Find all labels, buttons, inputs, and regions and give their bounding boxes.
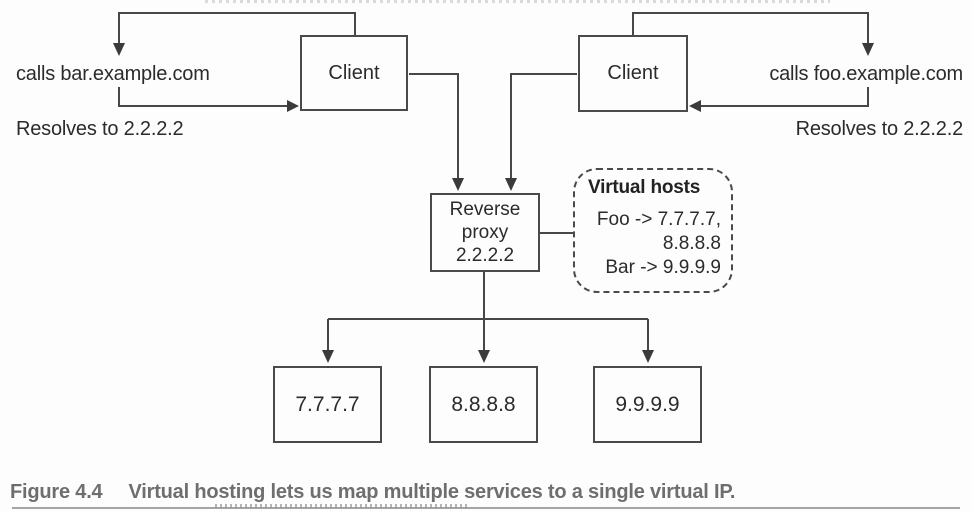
calls-foo-label: calls foo.example.com	[769, 63, 963, 85]
server-box-7777: 7.7.7.7	[273, 366, 382, 443]
virtual-hosts-note: Virtual hosts Foo -> 7.7.7.7, 8.8.8.8 Ba…	[573, 168, 733, 293]
arrows-proxy-to-servers	[322, 272, 654, 363]
server-1-ip: 7.7.7.7	[295, 392, 360, 416]
client-box-left: Client	[300, 35, 408, 111]
reverse-proxy-line-2: proxy	[461, 222, 509, 243]
client-right-label: Client	[607, 62, 659, 84]
figure-caption: Figure 4.4 Virtual hosting lets us map mu…	[10, 481, 735, 504]
figure-number: Figure 4.4	[10, 481, 103, 503]
figure-caption-text: Virtual hosting lets us map multiple ser…	[128, 481, 736, 503]
virtual-hosts-title: Virtual hosts	[588, 177, 701, 198]
arrow-left-client-to-bar-label	[113, 12, 356, 56]
client-left-label: Client	[328, 61, 380, 84]
server-box-9999: 9.9.9.9	[593, 366, 702, 443]
arrow-bar-label-to-left-client	[118, 87, 299, 112]
client-box-right: Client	[578, 35, 688, 112]
arrow-foo-label-to-right-client	[689, 87, 869, 112]
reverse-proxy-line-1: Reverse	[449, 199, 521, 220]
cutoff-text-fragment	[215, 504, 470, 508]
server-box-8888: 8.8.8.8	[429, 366, 538, 443]
virtual-hosts-mapping-foo-cont: 8.8.8.8	[662, 233, 721, 254]
arrow-right-client-to-proxy	[505, 73, 577, 191]
reverse-proxy-box: Reverse proxy 2.2.2.2	[430, 193, 540, 272]
arrow-left-client-to-proxy	[409, 73, 464, 191]
server-2-ip: 8.8.8.8	[451, 392, 516, 416]
resolves-left-label: Resolves to 2.2.2.2	[16, 118, 184, 140]
cutoff-rule-bottom	[12, 507, 960, 509]
arrow-right-client-to-foo-label	[632, 12, 874, 56]
virtual-hosts-mapping-foo: Foo -> 7.7.7.7,	[596, 209, 721, 230]
server-3-ip: 9.9.9.9	[615, 392, 680, 416]
reverse-proxy-line-3: 2.2.2.2	[455, 245, 515, 266]
resolves-right-label: Resolves to 2.2.2.2	[795, 118, 964, 140]
virtual-hosts-mapping-bar: Bar -> 9.9.9.9	[605, 257, 721, 278]
cutoff-content-top	[205, 0, 830, 3]
calls-bar-label: calls bar.example.com	[16, 63, 210, 85]
